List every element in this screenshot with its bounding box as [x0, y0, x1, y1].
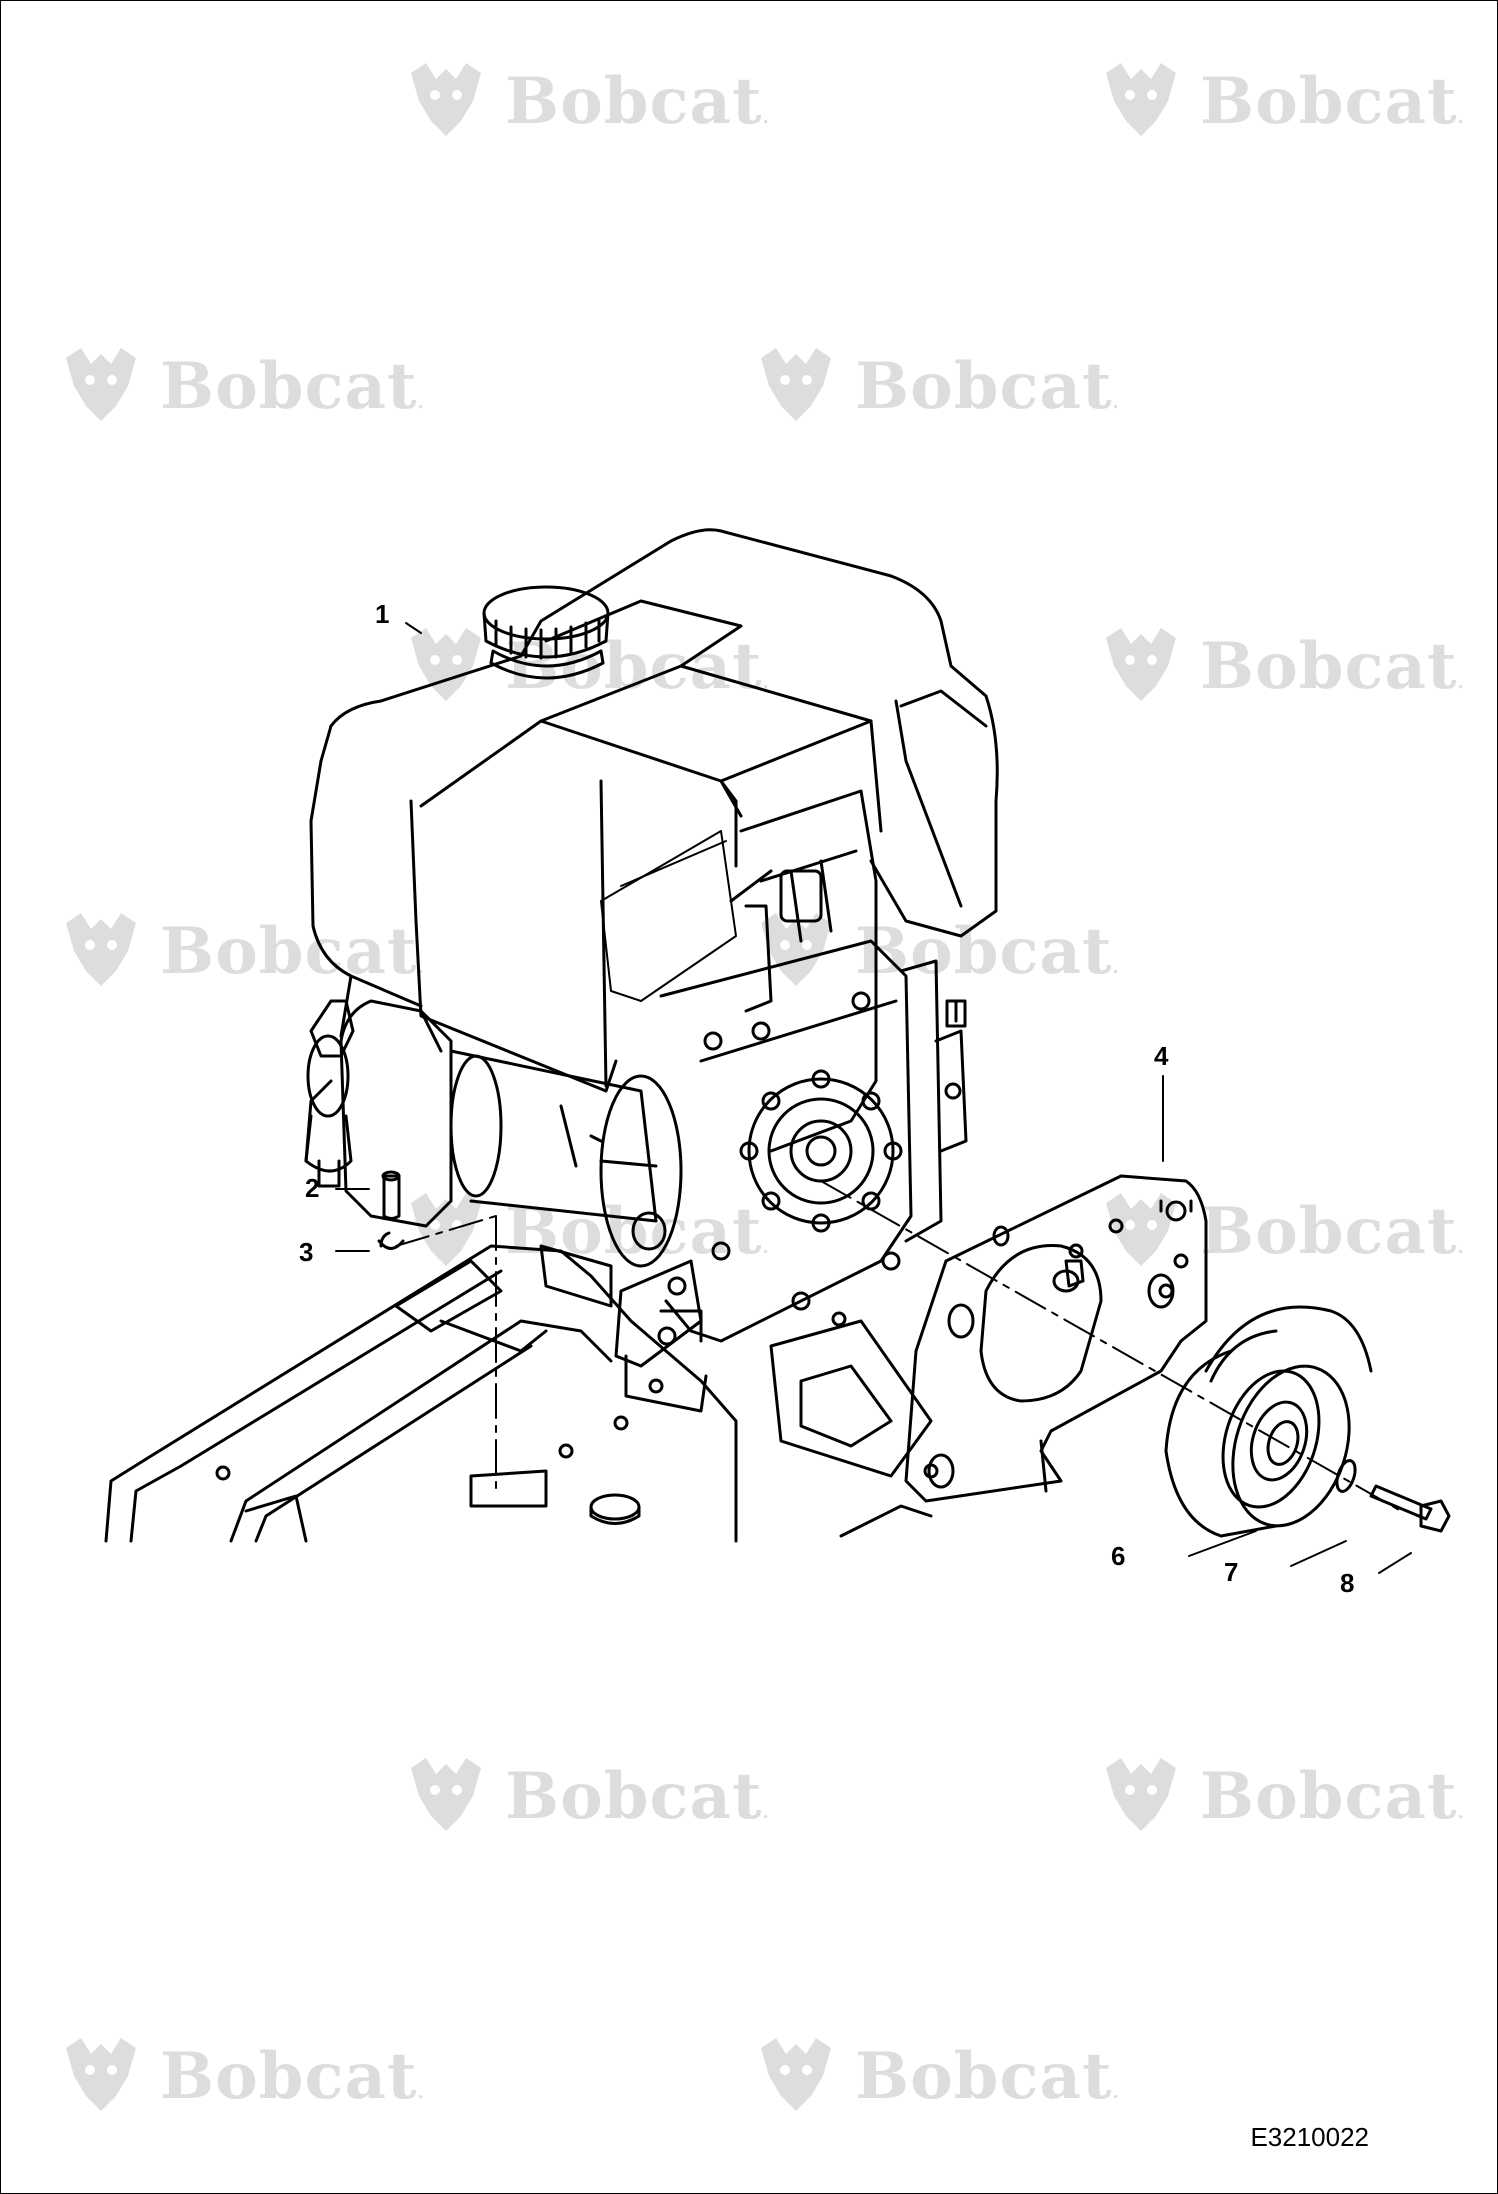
drawing-number: E3210022	[1250, 2122, 1369, 2152]
callout-6: 6	[1111, 1541, 1126, 1571]
vent-grille	[600, 830, 737, 1002]
machine-frame	[104, 1244, 939, 1543]
plate-bolt	[1064, 1259, 1085, 1288]
callout-4: 4	[1154, 1041, 1169, 1071]
callout-3: 3	[299, 1237, 314, 1267]
drive-pulley-7	[1164, 1305, 1373, 1538]
engine-1	[309, 528, 999, 1153]
engine-mount	[539, 1244, 708, 1413]
crankcase	[614, 939, 968, 1368]
cap-screw-2	[381, 1170, 401, 1220]
bolt-8	[1335, 1459, 1451, 1533]
callout-2: 2	[305, 1173, 320, 1203]
callout-1: 1	[375, 599, 390, 629]
fuel-cap	[482, 585, 610, 680]
mounting-plate-4	[904, 1174, 1208, 1503]
starter-motor	[304, 999, 683, 1268]
washer-3	[377, 1231, 405, 1250]
explode-line	[395, 1180, 1402, 1512]
callout-7: 7	[1224, 1557, 1239, 1587]
callout-8: 8	[1340, 1568, 1355, 1598]
leader-lines	[335, 622, 1412, 1574]
oil-filter	[304, 999, 355, 1188]
